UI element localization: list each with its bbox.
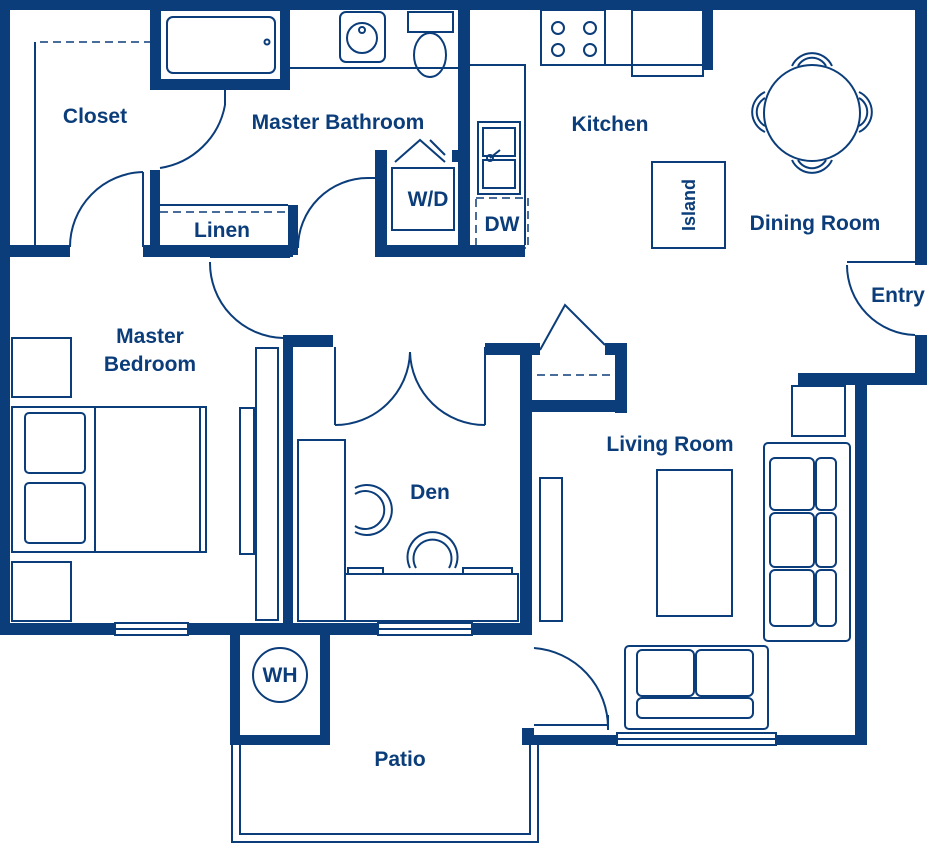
sink [339,11,386,63]
walls [0,0,927,745]
linen-closet [160,204,288,213]
loveseat [624,645,769,730]
bathroom-fixtures [159,9,458,81]
master-bedroom-label-line1: Master [116,325,184,348]
closet-label: Closet [63,105,127,128]
patio-label: Patio [374,748,425,771]
living-furniture [539,385,851,730]
island-label: Island [679,179,699,231]
washer-dryer [391,138,455,231]
master-bedroom-label-line2: Bedroom [104,353,196,376]
closet-shelves [34,41,615,376]
entry-label: Entry [871,284,925,307]
desk-left [297,439,346,622]
kitchen-fixtures [470,9,726,249]
water-heater [252,647,308,703]
den-label: Den [410,481,450,504]
fridge [631,9,704,77]
dresser [255,347,279,621]
kitchen-sink [477,121,521,195]
end-table [791,385,846,437]
dining-room-label: Dining Room [750,212,881,235]
patio-railing [231,745,539,843]
tv-stand [539,477,563,622]
toilet-tank [407,11,454,33]
island [651,161,726,249]
master-bathroom-label: Master Bathroom [252,111,425,134]
washer-dryer-label: W/D [408,188,449,211]
den-furniture [297,439,519,622]
doors [69,90,916,730]
living-room-label: Living Room [606,433,733,456]
bathtub [159,9,283,81]
dresser-tv [239,407,255,555]
dining-table [751,52,873,174]
kitchen-label: Kitchen [571,113,648,136]
desk-bottom [344,573,519,622]
bedroom-furniture [11,337,279,622]
water-heater-label: WH [263,664,298,687]
windows [114,622,777,746]
stove [540,9,606,66]
nightstand-top [11,337,72,398]
toilet-bowl [413,32,447,78]
linen-label: Linen [194,219,250,242]
coffee-table [656,469,733,617]
sofa [763,442,851,642]
nightstand-bottom [11,561,72,622]
dishwasher-label: DW [485,213,520,236]
bed [11,406,207,553]
